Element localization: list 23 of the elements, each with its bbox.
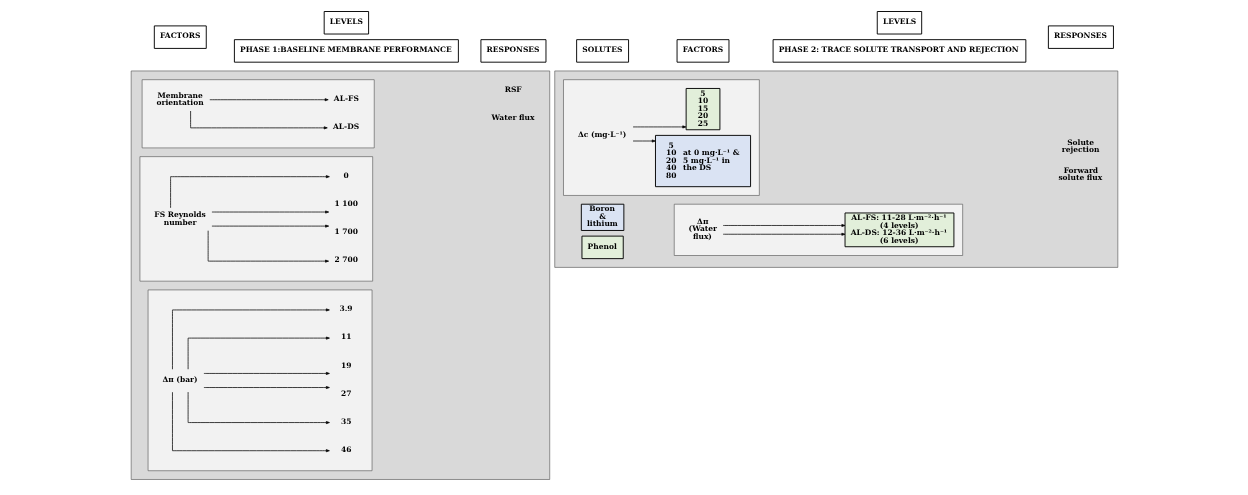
arrow (207, 229, 329, 263)
cluster (130, 70, 550, 480)
arrow (187, 336, 330, 370)
arrow (632, 124, 686, 128)
arrow (208, 97, 329, 101)
cluster (562, 78, 760, 196)
arrow (171, 307, 330, 370)
arrow (722, 223, 845, 227)
arrow (189, 110, 328, 129)
arrow (169, 174, 330, 208)
arrow (171, 391, 330, 452)
cluster (141, 78, 375, 148)
arrow (211, 210, 329, 213)
cluster (139, 155, 373, 281)
arrow (187, 391, 330, 424)
arrow (632, 139, 656, 142)
arrow (203, 385, 330, 389)
arrow (211, 224, 329, 228)
arrow (203, 371, 330, 375)
arrow (722, 232, 845, 236)
cluster (553, 70, 1118, 268)
cluster (147, 289, 372, 471)
cluster (673, 203, 963, 256)
